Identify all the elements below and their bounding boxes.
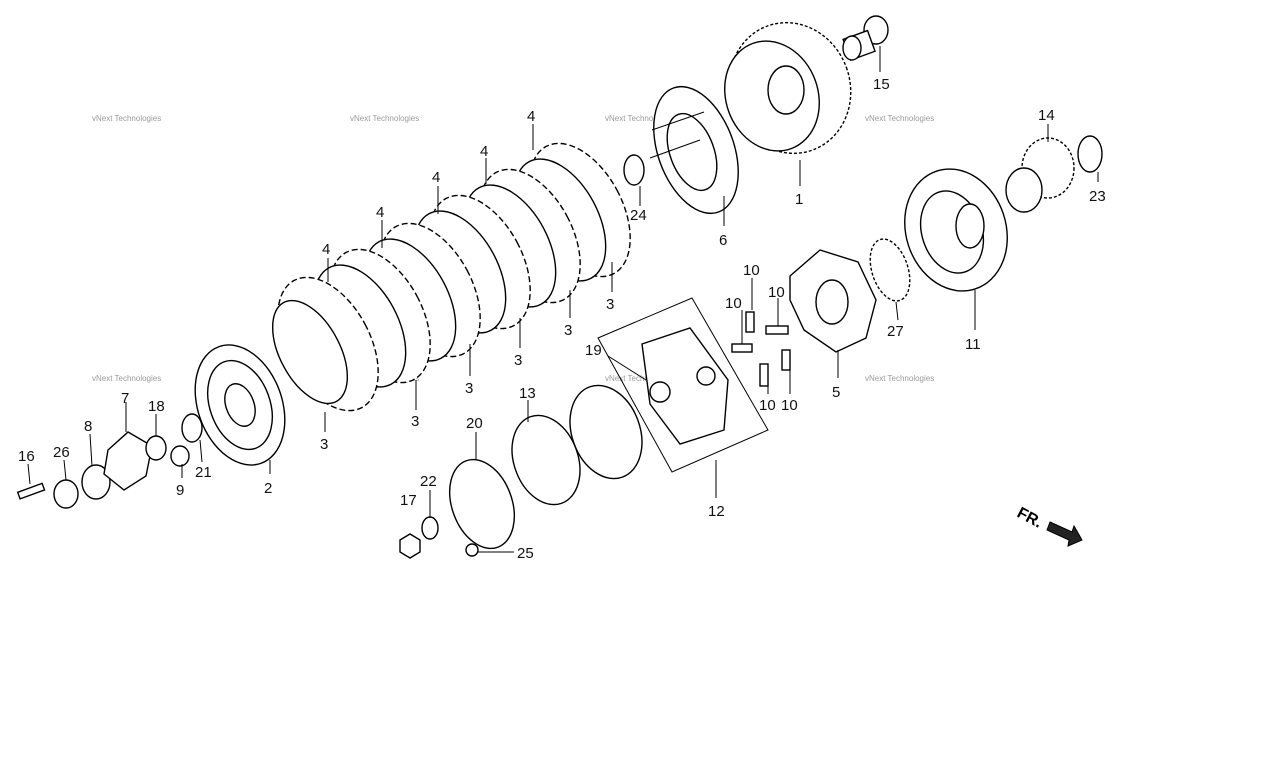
- bolt: [16, 482, 46, 500]
- lock-nut: [399, 533, 421, 559]
- thrust-washer: [623, 154, 645, 186]
- callout-2: 2: [264, 480, 272, 497]
- callout-10: 10: [781, 397, 798, 414]
- callout-1: 1: [795, 191, 803, 208]
- small-nut: [465, 543, 479, 557]
- left-small-parts: [16, 413, 203, 509]
- callout-27: 27: [887, 323, 904, 340]
- washer: [181, 413, 203, 443]
- primary-drive-gear: [1005, 137, 1075, 213]
- damper-ring: [511, 414, 581, 506]
- clutch-plate: [271, 299, 349, 405]
- callout-21: 21: [195, 464, 212, 481]
- collar: [81, 464, 111, 500]
- callout-17: 17: [400, 492, 417, 509]
- callout-4: 4: [527, 108, 535, 125]
- callout-10: 10: [768, 284, 785, 301]
- callout-15: 15: [873, 76, 890, 93]
- spring: [745, 311, 755, 333]
- callout-10: 10: [759, 397, 776, 414]
- callout-23: 23: [1089, 188, 1106, 205]
- centrifugal-clutch-weight-set: [597, 297, 769, 473]
- retainer-plate: [449, 458, 515, 550]
- callout-22: 22: [420, 473, 437, 490]
- callout-6: 6: [719, 232, 727, 249]
- watermark-8: vNext Technologies: [865, 374, 934, 383]
- callout-3: 3: [606, 296, 614, 313]
- callout-4: 4: [376, 204, 384, 221]
- watermark-5: vNext Technologies: [92, 374, 161, 383]
- callout-26: 26: [53, 444, 70, 461]
- clutch-outer-housing: [724, 21, 852, 155]
- watermark-2: vNext Technologies: [350, 114, 419, 123]
- callout-3: 3: [465, 380, 473, 397]
- callout-4: 4: [480, 143, 488, 160]
- callout-8: 8: [84, 418, 92, 435]
- callout-10: 10: [725, 295, 742, 312]
- callout-13: 13: [519, 385, 536, 402]
- callout-3: 3: [514, 352, 522, 369]
- callout-11: 11: [965, 336, 981, 353]
- callout-7: 7: [121, 390, 129, 407]
- spring: [781, 349, 791, 371]
- callout-4: 4: [432, 169, 440, 186]
- watermark-1: vNext Technologies: [92, 114, 161, 123]
- callout-19: 19: [585, 342, 602, 359]
- callout-9: 9: [176, 482, 184, 499]
- lifter-plate: [103, 431, 153, 491]
- callout-3: 3: [411, 413, 419, 430]
- outer-collar: [842, 15, 889, 62]
- callout-25: 25: [517, 545, 534, 562]
- watermark-7: vNext Technologies: [605, 374, 674, 383]
- front-arrow-icon: [1046, 521, 1083, 547]
- spring: [731, 343, 753, 353]
- clutch-drum: [904, 168, 1008, 292]
- spring: [765, 325, 789, 335]
- one-way-clutch: [869, 238, 911, 302]
- bearing: [53, 479, 79, 509]
- callout-18: 18: [148, 398, 165, 415]
- leader-lines: [27, 46, 1099, 553]
- clutch-springs: [731, 311, 791, 387]
- callout-24: 24: [630, 207, 647, 224]
- callout-20: 20: [466, 415, 483, 432]
- callout-10: 10: [743, 262, 760, 279]
- front-direction-label: FR.: [1014, 505, 1045, 532]
- clutch-plate-stack: [271, 142, 631, 412]
- watermark-3: vNext Technologies: [605, 114, 674, 123]
- drive-plate: [789, 249, 877, 353]
- callout-5: 5: [832, 384, 840, 401]
- spring: [170, 445, 190, 467]
- watermark-4: vNext Technologies: [865, 114, 934, 123]
- callout-3: 3: [320, 436, 328, 453]
- callout-3: 3: [564, 322, 572, 339]
- clutch-center: [649, 85, 739, 215]
- pressure-plate: [194, 344, 286, 466]
- front-direction-indicator: FR.: [1014, 505, 1083, 547]
- callout-14: 14: [1038, 107, 1055, 124]
- spring: [759, 363, 769, 387]
- nut-washer: [421, 516, 439, 540]
- callout-12: 12: [708, 503, 725, 520]
- spring-seat: [145, 435, 167, 461]
- callout-numbers: 1 2 3 3 3 3 3 3 4 4 4 4 4 5 6 7 8 9 10 1…: [18, 76, 1106, 562]
- callout-4: 4: [322, 241, 330, 258]
- callout-16: 16: [18, 448, 35, 465]
- gear-washer: [1077, 135, 1103, 173]
